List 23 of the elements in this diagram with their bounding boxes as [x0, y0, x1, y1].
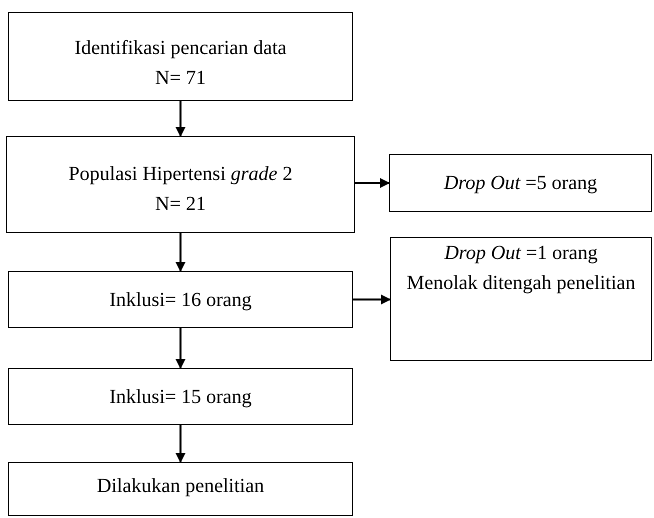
- box-text: Menolak ditengah penelitian: [406, 271, 636, 296]
- process-box: [390, 237, 652, 361]
- box-text: Inklusi= 15 orang: [109, 384, 252, 410]
- box-text: Identifikasi pencarian data: [74, 36, 287, 60]
- arrow: [176, 101, 186, 137]
- arrow: [355, 178, 390, 188]
- box-text: N= 21: [155, 192, 206, 217]
- process-box: [389, 154, 652, 212]
- box-text: Drop Out =5 orang: [444, 171, 598, 196]
- box-text: N= 71: [155, 66, 206, 90]
- arrow: [176, 233, 186, 272]
- box-text: Inklusi= 16 orang: [109, 288, 252, 312]
- process-box: [8, 462, 353, 516]
- arrow: [176, 328, 186, 369]
- process-box: [8, 12, 353, 101]
- box-text: Dilakukan penelitian: [96, 474, 264, 499]
- process-box: [8, 368, 353, 425]
- process-box: [8, 271, 353, 328]
- arrow: [353, 294, 391, 304]
- arrow: [176, 425, 186, 463]
- box-text: Populasi Hipertensi grade 2: [68, 162, 292, 187]
- box-text: Drop Out =1 orang: [444, 241, 598, 266]
- process-box: [6, 136, 355, 233]
